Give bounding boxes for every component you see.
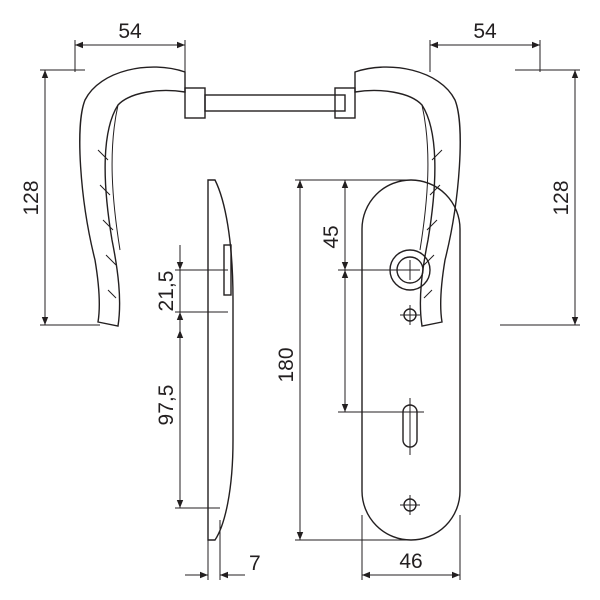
spindle [204,94,346,112]
plate-side-view [175,179,234,580]
dimension-right-height: 128 [500,69,580,326]
dim-label: 180 [275,347,298,382]
dimension-right-width: 54 [429,20,541,72]
dimension-plate-height: 180 [275,179,410,541]
dimension-left-width: 54 [74,20,186,72]
dimension-plate-width: 46 [361,515,461,580]
dimension-upper-offset: 21,5 [155,245,184,330]
dim-label: 46 [399,550,422,573]
dim-label: 128 [20,180,43,215]
dimension-thickness: 7 [185,552,261,579]
right-handle [334,66,461,327]
plate-front-view [361,179,461,541]
dimension-cylinder-offset: 45 [320,180,410,413]
dim-label: 21,5 [155,271,178,312]
dim-label: 128 [550,180,573,215]
dim-label: 54 [118,20,142,43]
dim-label: 97,5 [155,385,178,426]
dim-label: 7 [249,552,261,575]
dim-label: 45 [320,225,343,248]
dimension-lower-offset: 97,5 [155,330,184,508]
left-handle [79,66,346,327]
dim-label: 54 [473,20,497,43]
dimension-left-height: 128 [20,69,100,326]
